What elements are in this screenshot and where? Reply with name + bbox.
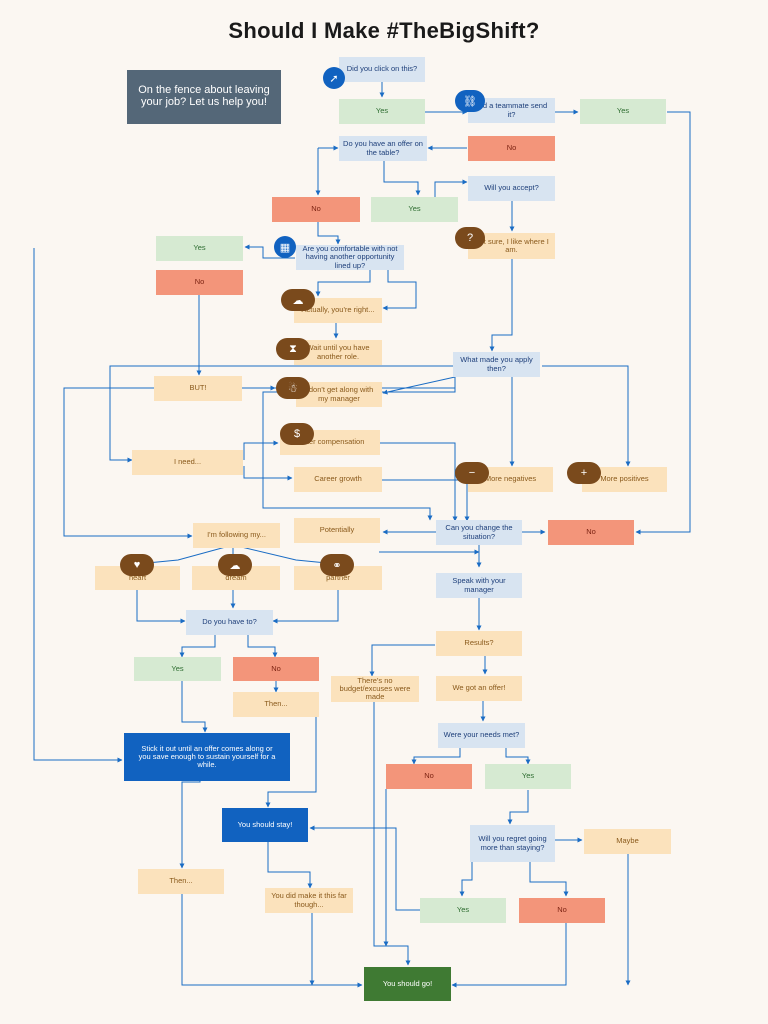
cursor-icon: ➚	[323, 67, 345, 89]
you-should-stay: You should stay!	[222, 808, 308, 842]
answer-offer-no: No	[272, 197, 360, 222]
question-clicked: Did you click on this?	[339, 57, 425, 82]
then-after-stick: Then...	[138, 869, 224, 894]
reason-manager: I don't get along with my manager	[296, 382, 382, 407]
question-why-apply: What made you apply then?	[453, 352, 540, 377]
question-have-to: Do you have to?	[186, 610, 273, 635]
question-icon: ?	[455, 227, 485, 249]
question-offer-on-table: Do you have an offer on the table?	[339, 136, 427, 161]
answer-maybe: Maybe	[584, 829, 671, 854]
calendar-icon: ▦	[274, 236, 296, 258]
answer-needs-no: No	[386, 764, 472, 789]
following-my: I'm following my...	[193, 523, 280, 548]
answer-teammate-yes: Yes	[580, 99, 666, 124]
answer-have-to-yes: Yes	[134, 657, 221, 681]
dream-icon: ☁	[218, 554, 252, 576]
answer-regret-no: No	[519, 898, 605, 923]
answer-teammate-no: No	[468, 136, 555, 161]
rings-icon: ⚭	[320, 554, 354, 576]
stick-it-out: Stick it out until an offer comes along …	[124, 733, 290, 781]
brain-icon: ☁	[281, 289, 315, 311]
answer-comfortable-yes: Yes	[156, 236, 243, 261]
answer-have-to-no: No	[233, 657, 319, 681]
results: Results?	[436, 631, 522, 656]
answer-comfortable-no: No	[156, 270, 243, 295]
link-icon: ⛓	[455, 90, 485, 112]
speak-with-manager: Speak with your manager	[436, 573, 522, 598]
answer-offer-yes: Yes	[371, 197, 458, 222]
dollar-icon: $	[280, 423, 314, 445]
but-node: BUT!	[154, 376, 242, 401]
result-got-offer: We got an offer!	[436, 676, 522, 701]
intro-banner: On the fence about leaving your job? Let…	[127, 70, 281, 124]
question-change-situation: Can you change the situation?	[436, 520, 522, 545]
answer-clicked-yes: Yes	[339, 99, 425, 124]
people-icon: ☃	[276, 377, 310, 399]
minus-icon: −	[455, 462, 489, 484]
question-needs-met: Were your needs met?	[438, 723, 525, 748]
potentially: Potentially	[294, 518, 380, 543]
made-it-this-far: You did make it this far though...	[265, 888, 353, 913]
then-after-no: Then...	[233, 692, 319, 717]
option-partner: partner	[294, 566, 382, 590]
answer-change-no: No	[548, 520, 634, 545]
reason-career-growth: Career growth	[294, 467, 382, 492]
question-comfortable: Are you comfortable with not having anot…	[296, 245, 404, 270]
you-should-go: You should go!	[364, 967, 451, 1001]
i-need: I need...	[132, 450, 243, 475]
hourglass-icon: ⧗	[276, 338, 310, 360]
answer-needs-yes: Yes	[485, 764, 571, 789]
answer-regret-yes: Yes	[420, 898, 506, 923]
heart-icon: ♥	[120, 554, 154, 576]
page-title: Should I Make #TheBigShift?	[228, 18, 540, 43]
result-no-budget: There's no budget/excuses were made	[331, 676, 419, 702]
question-regret: Will you regret going more than staying?	[470, 825, 555, 862]
plus-icon: +	[567, 462, 601, 484]
question-will-accept: Will you accept?	[468, 176, 555, 201]
